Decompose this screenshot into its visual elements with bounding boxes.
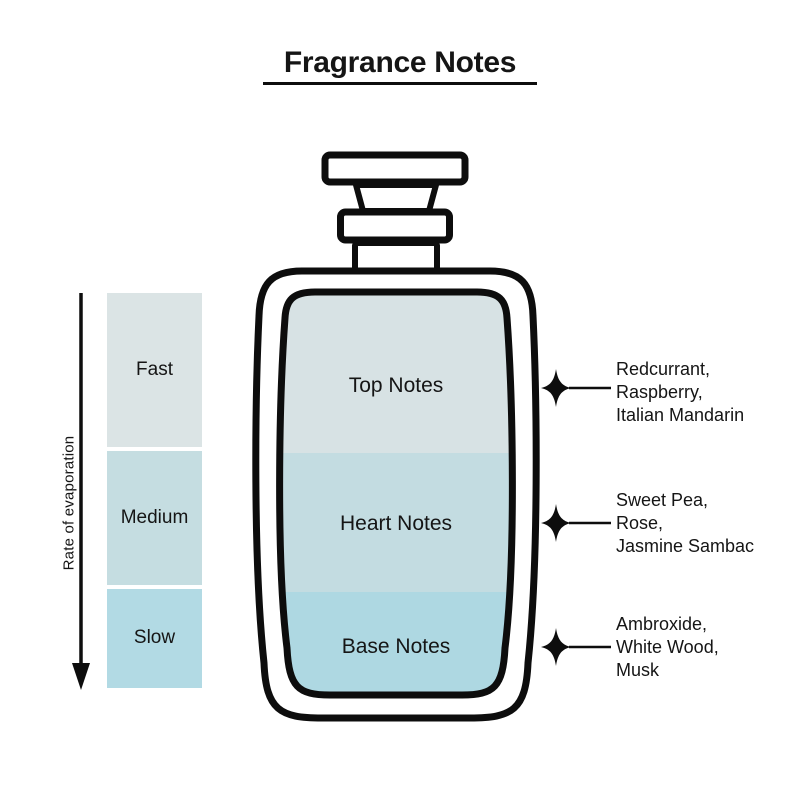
cap-collar	[337, 208, 453, 244]
annotation-line: Redcurrant,	[616, 359, 711, 379]
bottle-inner-outline	[276, 288, 516, 699]
layer-label-base-notes: Base Notes	[341, 635, 451, 658]
layer-label-top-notes: Top Notes	[348, 374, 444, 397]
annotation-line: White Wood,	[616, 637, 719, 657]
layer-fill-heart-notes	[279, 453, 513, 592]
evaporation-axis-label: Rate of evaporation	[60, 435, 78, 571]
layer-fill-top-notes	[279, 292, 513, 453]
scale-block-medium	[107, 451, 202, 585]
scale-label-fast: Fast	[136, 359, 173, 380]
annotation-top-notes: Redcurrant, Raspberry, Italian Mandarin	[616, 358, 796, 427]
cap-taper	[353, 182, 439, 214]
annotation-line: Raspberry,	[616, 382, 703, 402]
cap-top	[321, 151, 469, 186]
annotation-heart-notes: Sweet Pea, Rose, Jasmine Sambac	[616, 489, 796, 558]
scale-block-fast	[107, 293, 202, 447]
annotation-line: Italian Mandarin	[616, 405, 745, 425]
sparkle-icon	[541, 504, 571, 542]
page-title: Fragrance Notes	[263, 47, 537, 85]
layer-fill-base-notes	[279, 592, 513, 695]
scale-block-slow	[107, 589, 202, 688]
sparkle-icon	[541, 628, 571, 666]
annotation-line: Musk	[616, 660, 660, 680]
annotation-line: Jasmine Sambac	[616, 536, 755, 556]
annotation-line: Rose,	[616, 513, 664, 533]
annotation-base-notes: Ambroxide, White Wood, Musk	[616, 613, 796, 682]
annotation-line: Sweet Pea,	[616, 490, 709, 510]
evaporation-arrow-icon	[72, 293, 90, 690]
sparkle-icon	[541, 369, 571, 407]
evaporation-scale	[107, 293, 202, 688]
annotation-connectors	[541, 369, 611, 666]
layer-label-heart-notes: Heart Notes	[339, 512, 453, 535]
annotation-line: Ambroxide,	[616, 614, 708, 634]
scale-label-slow: Slow	[133, 627, 176, 648]
scale-label-medium: Medium	[120, 507, 189, 528]
bottle-layers	[279, 292, 513, 695]
bottle-cap	[321, 151, 469, 276]
